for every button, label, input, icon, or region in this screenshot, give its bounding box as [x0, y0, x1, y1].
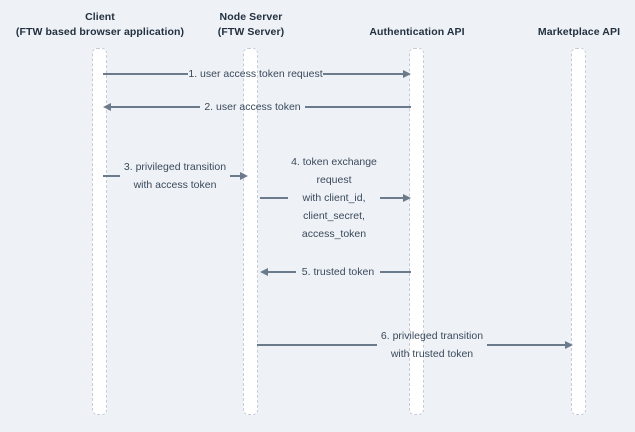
message-6-label-line-1: 6. privileged transition [380, 330, 484, 342]
participant-header-node-server: Node Server (FTW Server) [171, 10, 331, 40]
message-5-line-left [268, 271, 296, 273]
message-4-label-line-4: client_secret, [303, 210, 365, 222]
message-3-label: 3. privileged transition with access tok… [120, 158, 230, 194]
message-6-label-line-2: with trusted token [390, 348, 474, 360]
message-1-arrowhead [403, 70, 411, 78]
message-4-label-line-5: access_token [301, 228, 367, 240]
message-3-line-right [230, 175, 240, 177]
message-2-label: 2. user access token [200, 98, 305, 116]
participant-subtitle-client: (FTW based browser application) [15, 26, 185, 38]
participant-title-node-server: Node Server [219, 11, 283, 23]
participant-title-marketplace-api: Marketplace API [537, 26, 621, 38]
message-5-label: 5. trusted token [296, 263, 380, 281]
participant-subtitle-node-server: (FTW Server) [217, 26, 285, 38]
message-4-line-left [260, 197, 288, 199]
message-3-label-line-1: 3. privileged transition [123, 161, 227, 173]
message-5-line-right [380, 271, 411, 273]
message-1-line-left [103, 73, 188, 75]
participant-header-marketplace-api: Marketplace API [499, 25, 635, 40]
message-3-line-left [103, 175, 120, 177]
message-5-label-line-1: 5. trusted token [301, 266, 375, 278]
message-2-line-left [111, 106, 200, 108]
participant-title-authentication-api: Authentication API [369, 26, 465, 38]
lifeline-marketplace-api [571, 48, 586, 415]
message-4-label: 4. token exchange request with client_id… [288, 153, 380, 243]
lifeline-node-server [243, 48, 258, 415]
message-2-label-line-1: 2. user access token [204, 101, 301, 113]
participant-header-client: Client (FTW based browser application) [0, 10, 200, 40]
message-6-line-right [487, 344, 565, 346]
message-1-label: 1. user access token request [188, 65, 323, 83]
message-4-label-line-2: request [316, 174, 352, 186]
message-1-label-line-1: 1. user access token request [188, 68, 323, 80]
message-4-label-line-1: 4. token exchange [291, 156, 377, 168]
lifeline-authentication-api [409, 48, 424, 415]
message-6-line-left [257, 344, 377, 346]
message-4-arrowhead [403, 194, 411, 202]
message-4-label-line-3: with client_id, [302, 192, 366, 204]
message-2-arrowhead [103, 103, 111, 111]
participant-header-authentication-api: Authentication API [337, 25, 497, 40]
message-5-arrowhead [260, 268, 268, 276]
lifeline-client [92, 48, 107, 415]
message-6-arrowhead [565, 341, 573, 349]
message-4-line-right [380, 197, 403, 199]
message-3-label-line-2: with access token [133, 179, 217, 191]
message-1-line-right [323, 73, 403, 75]
message-2-line-right [305, 106, 411, 108]
message-3-arrowhead [240, 172, 248, 180]
participant-title-client: Client [85, 11, 115, 23]
message-6-label: 6. privileged transition with trusted to… [377, 327, 487, 363]
